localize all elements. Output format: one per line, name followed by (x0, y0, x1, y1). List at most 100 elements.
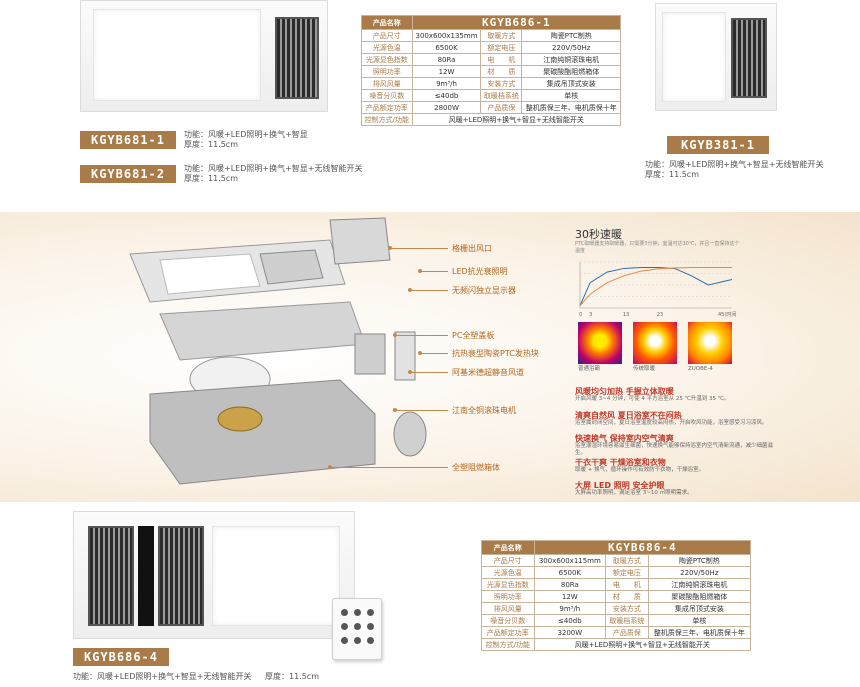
feature-text: 大屏高功率照明，满足浴室 3~10 ㎡照明需求。 (575, 490, 693, 496)
outlet-grille (329, 217, 391, 265)
spec-key: 安装方式 (480, 77, 523, 90)
flame-retardant-box (149, 379, 376, 485)
spec-key: 光源显色指数 (361, 53, 413, 66)
spec-key: 电 机 (480, 53, 523, 66)
led-panel (662, 12, 726, 102)
spec-value: 单核 (521, 89, 621, 102)
thermal-image-3 (688, 322, 732, 364)
controller-button (354, 609, 361, 616)
feature-title: 大屏 LED 照明 安全护眼 (575, 481, 665, 490)
thermal-caption-3: ZUOBE-4 (688, 366, 713, 372)
kgyb686-4-function: 功能：风暖+LED照明+换气+智显+无线智能开关 (73, 672, 252, 681)
callout-label: 格栅出风口 (452, 244, 492, 253)
wireless-controller (332, 598, 382, 660)
spec-value: 江南纯铜滚珠电机 (647, 578, 752, 591)
spec-key: 产品质保 (480, 101, 523, 114)
callout-dot (418, 351, 422, 355)
control-label: 控制方式/功能 (481, 638, 535, 651)
spec-key: 取暖档系统 (480, 89, 523, 102)
spec-value: 12W (411, 65, 482, 78)
controller-button (354, 623, 361, 630)
feature-text: 开启风暖 3~4 分钟，可使 4 平方浴室从 25 ℃升温到 35 ℃。 (575, 396, 730, 402)
callout-label: PC全塑盖板 (452, 331, 495, 340)
chart-x-tick: 23 (657, 312, 663, 318)
spec-header-model: KGYB686-4 (533, 540, 752, 555)
spec-value: 3200W (533, 626, 607, 639)
exhaust-duct (393, 411, 427, 457)
spec-key: 光源显色指数 (481, 578, 535, 591)
kgyb381-1-desc: 功能：风暖+LED照明+换气+智显+无线智能开关 厚度：11.5cm (645, 160, 823, 180)
kgyb681-1-thickness: 厚度：11.5cm (184, 140, 239, 149)
spec-value: 9m³/h (533, 602, 607, 615)
callout-dot (388, 246, 392, 250)
feature-text: 浴室属封闭空间，夏日浴室温度较高闷热，开启吹风功能，浴室感受习习凉风。 (575, 420, 768, 426)
spec-value: 整机质保三年、电机质保十年 (647, 626, 752, 639)
kgyb686-4-thickness: 厚度：11.5cm (265, 672, 320, 681)
callout-line (395, 335, 448, 336)
control-value: 风暖+LED照明+换气+智显+无线智能开关 (533, 638, 752, 651)
controller-button (341, 609, 348, 616)
kgyb681-2-function: 功能：风暖+LED照明+换气+智显+无线智能开关 (184, 164, 363, 173)
callout-label: 阿基米德超静音风道 (452, 368, 524, 377)
feature-title: 干衣干爽 干燥浴室和衣物 (575, 458, 666, 467)
kgyb681-2-label: KGYB681-2 (80, 165, 176, 183)
spec-value: 聚碳酸酯阻燃箱体 (521, 65, 621, 78)
spec-key: 排风风量 (361, 77, 413, 90)
spec-value: 江南纯铜滚珠电机 (521, 53, 621, 66)
controller-button (341, 637, 348, 644)
callout-line (420, 271, 448, 272)
copper-motor (217, 406, 263, 432)
thermal-image-1 (578, 322, 622, 364)
kgyb381-1-function: 功能：风暖+LED照明+换气+智显+无线智能开关 (645, 160, 824, 169)
heat-panel-subtitle: PTC取暖器支持取暖器，只需要3分钟，室温可达30℃，并且一直保持这个温度 (575, 241, 740, 254)
spec-value: 2800W (411, 101, 482, 114)
kgyb681-1-desc: 功能：风暖+LED照明+换气+智显 厚度：11.5cm (184, 130, 308, 150)
controller-button (354, 637, 361, 644)
callout-dot (408, 370, 412, 374)
callout-line (390, 248, 448, 249)
kgyb681-product-image (80, 0, 328, 112)
spec-key: 安装方式 (605, 602, 649, 615)
control-label: 控制方式/功能 (361, 113, 413, 126)
feature-text: 浴室潮湿环境容易滋生细菌，快速换气能够保持浴室内空气清新流通，减少细菌滋生。 (575, 443, 774, 456)
thermal-caption-1: 普通浴霸 (578, 366, 601, 372)
right-grille (158, 526, 204, 626)
chart-x-tick: 13 (623, 312, 629, 318)
spec-key: 产品额定功率 (361, 101, 413, 114)
spec-value: 整机质保三年、电机质保十年 (521, 101, 621, 114)
feature-text: 取暖 + 换气，循环操作可有效防干衣物，干燥浴室。 (575, 467, 705, 473)
spec-value: 9m³/h (411, 77, 482, 90)
control-value: 风暖+LED照明+换气+智显+无线智能开关 (411, 113, 622, 126)
spec-key: 光源色温 (361, 41, 413, 54)
spec-key: 光源色温 (481, 566, 535, 579)
ptc-block (354, 333, 386, 375)
spec-header-model: KGYB686-1 (411, 15, 622, 30)
feature-title: 风暖均匀加热 手握立体取暖 (575, 387, 674, 396)
grille-vent (259, 249, 324, 285)
kgyb681-2-desc: 功能：风暖+LED照明+换气+智显+无线智能开关 厚度：11.5cm (184, 164, 362, 184)
callout-line (410, 372, 448, 373)
spec-value: 6500K (533, 566, 607, 579)
callout-dot (328, 465, 332, 469)
spec-value: 300x600x115mm (533, 554, 607, 567)
spec-key: 取暖方式 (605, 554, 649, 567)
vent-grille (275, 17, 319, 99)
spec-key: 取暖档系统 (605, 614, 649, 627)
spec-key: 产品尺寸 (361, 29, 413, 42)
callout-line (420, 353, 448, 354)
spec-value: ≤40db (411, 89, 482, 102)
spec-value: 6500K (411, 41, 482, 54)
exploded-view-diagram (129, 217, 427, 485)
